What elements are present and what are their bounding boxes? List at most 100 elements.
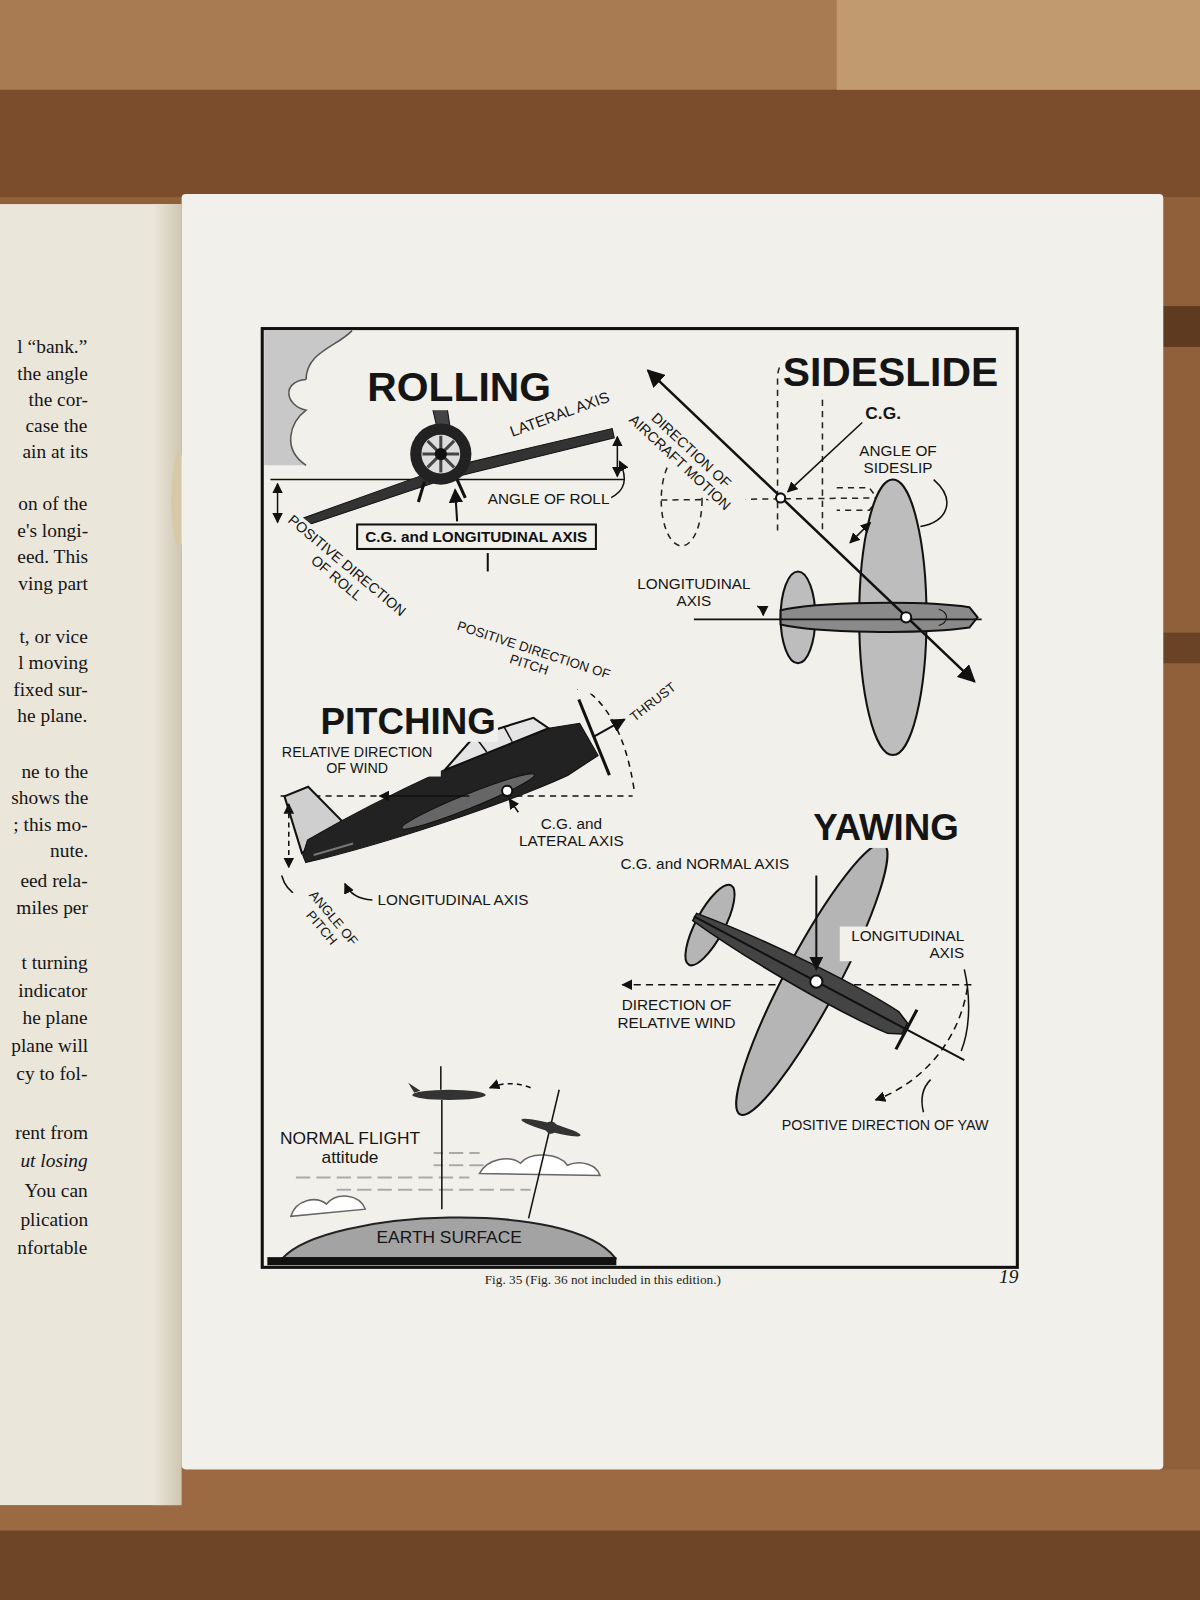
normal-flight-scene-part-part: [408, 1083, 420, 1093]
page-text-fragment: plication: [18, 1208, 90, 1230]
wood-table-part: [1163, 306, 1200, 347]
page-text-fragment: l moving: [16, 652, 90, 674]
scene-label: NORMAL FLIGHT attitude: [266, 1128, 433, 1168]
wood-table-part: [837, 0, 1200, 90]
wood-table-part: [0, 1531, 1200, 1600]
sideslide-plane-part: [661, 498, 877, 500]
rolling-plane-part: [610, 461, 624, 498]
page-number: 19: [997, 1265, 1020, 1287]
sideslide-plane-part: [901, 612, 911, 622]
sky-cloud-part: [306, 331, 352, 380]
page-text-fragment: t, or vice: [17, 626, 89, 648]
axis-label: LONGITUDINAL AXIS: [631, 574, 758, 609]
sideslide-plane-part: [776, 493, 785, 502]
page-text-fragment: on of the: [16, 493, 89, 515]
page-text-fragment: ne to the: [19, 760, 90, 782]
page-text-fragment: ving part: [16, 572, 90, 594]
page-text-fragment: the angle: [15, 362, 90, 384]
sideslide-plane-part: [920, 480, 946, 527]
normal-flight-scene-part: [291, 1196, 365, 1216]
page-text-fragment: e's longi-: [15, 519, 90, 541]
yawing-plane-part: [922, 1080, 931, 1113]
earth-label: EARTH SURFACE: [374, 1228, 523, 1248]
yawing-plane-part: [810, 976, 822, 988]
axis-label: C.G. and LATERAL AXIS: [511, 814, 632, 849]
page-text-fragment: he plane: [20, 1007, 89, 1029]
page-text-fragment: t turning: [19, 952, 89, 974]
page-text-fragment: eed rela-: [18, 869, 89, 891]
figure-caption: Fig. 35 (Fig. 36 not included in this ed…: [485, 1271, 721, 1287]
normal-flight-scene-part-part: [520, 1116, 581, 1140]
page-text-fragment: plane will: [9, 1035, 90, 1057]
normal-flight-scene-part-part: [544, 1120, 559, 1135]
pitching-plane-part: [380, 795, 470, 797]
normal-flight-scene-part: [529, 1090, 560, 1219]
section-heading: ROLLING: [365, 363, 553, 410]
wood-table-part: [1163, 633, 1200, 664]
rolling-plane-part: [422, 436, 459, 473]
normal-flight-scene-part-part: [412, 1090, 485, 1100]
page-text-fragment: case the: [23, 414, 89, 436]
pitching-plane-part-part: [579, 699, 610, 775]
left-page: [0, 204, 188, 1505]
sky-cloud-part: [264, 331, 352, 466]
rolling-plane-part: [277, 484, 279, 523]
direction-label: POSITIVE DIRECTION OF YAW: [780, 1116, 991, 1132]
pitching-plane-part: [345, 884, 373, 900]
pitching-plane-part: [571, 682, 634, 794]
sideslide-plane-part: [850, 522, 870, 542]
normal-flight-scene-part-part: [440, 1066, 442, 1089]
page-text-fragment: the cor-: [27, 389, 90, 411]
angle-label: ANGLE OF SIDESLIP: [845, 441, 951, 476]
page-text-fragment: cy to fol-: [14, 1062, 89, 1084]
left-page-part: [153, 204, 182, 1505]
right-page-part: [182, 194, 1164, 1470]
yawing-plane-part: [961, 969, 968, 1051]
normal-flight-scene-part-part: [441, 1100, 443, 1209]
page-text-fragment: l “bank.”: [15, 336, 89, 358]
wind-label: RELATIVE DIRECTION OF WIND: [273, 744, 440, 777]
sky-cloud: [264, 331, 352, 466]
page-text-fragment: fixed sur-: [11, 679, 90, 701]
pitching-plane: [280, 681, 635, 900]
angle-label: ANGLE OF ROLL: [486, 490, 612, 508]
pitching-plane-part: [288, 804, 290, 867]
yawing-plane: [622, 782, 978, 1165]
rolling-plane-part: [455, 490, 457, 522]
yawing-plane-part: [623, 782, 978, 1165]
page-text-fragment: ut losing: [18, 1150, 89, 1172]
rolling-plane-part: [617, 437, 619, 477]
axis-label: LONGITUDINAL AXIS: [840, 926, 967, 961]
rolling-plane-part: [420, 434, 461, 475]
wind-label: DIRECTION OF RELATIVE WIND: [606, 995, 748, 1030]
sideslide-plane-part: [694, 619, 982, 621]
wood-table-part: [0, 90, 1200, 197]
page-text-fragment: nute.: [48, 840, 90, 862]
sky-cloud-part: [289, 380, 306, 466]
wood-table-part: [0, 0, 1200, 90]
pitching-plane-part: [280, 681, 610, 893]
label-box: C.G. and LONGITUDINAL AXIS: [356, 523, 597, 550]
normal-flight-scene-part: [490, 1084, 531, 1088]
sideslide-plane: [648, 355, 982, 756]
cg-label: C.G.: [863, 404, 903, 424]
rolling-plane-part: [487, 553, 489, 571]
normal-flight-scene-part: [283, 1218, 616, 1259]
rolling-plane-part: [410, 423, 471, 484]
rolling-plane-part: [435, 448, 447, 460]
section-heading: SIDESLIDE: [781, 348, 1001, 395]
yawing-plane-part-part: [717, 832, 908, 1127]
normal-flight-scene-part: [267, 1257, 616, 1265]
box-text: C.G. and LONGITUDINAL AXIS: [365, 528, 587, 546]
page-text-fragment: nfortable: [15, 1237, 89, 1259]
sideslide-plane-part: [648, 370, 975, 681]
axis-label: LONGITUDINAL AXIS: [376, 891, 531, 909]
section-heading: PITCHING: [318, 700, 498, 742]
page-text-fragment: eed. This: [15, 546, 90, 568]
page-text-fragment: miles per: [14, 897, 90, 919]
page-text-fragment: indicator: [16, 980, 89, 1002]
section-heading: YAWING: [811, 806, 961, 848]
